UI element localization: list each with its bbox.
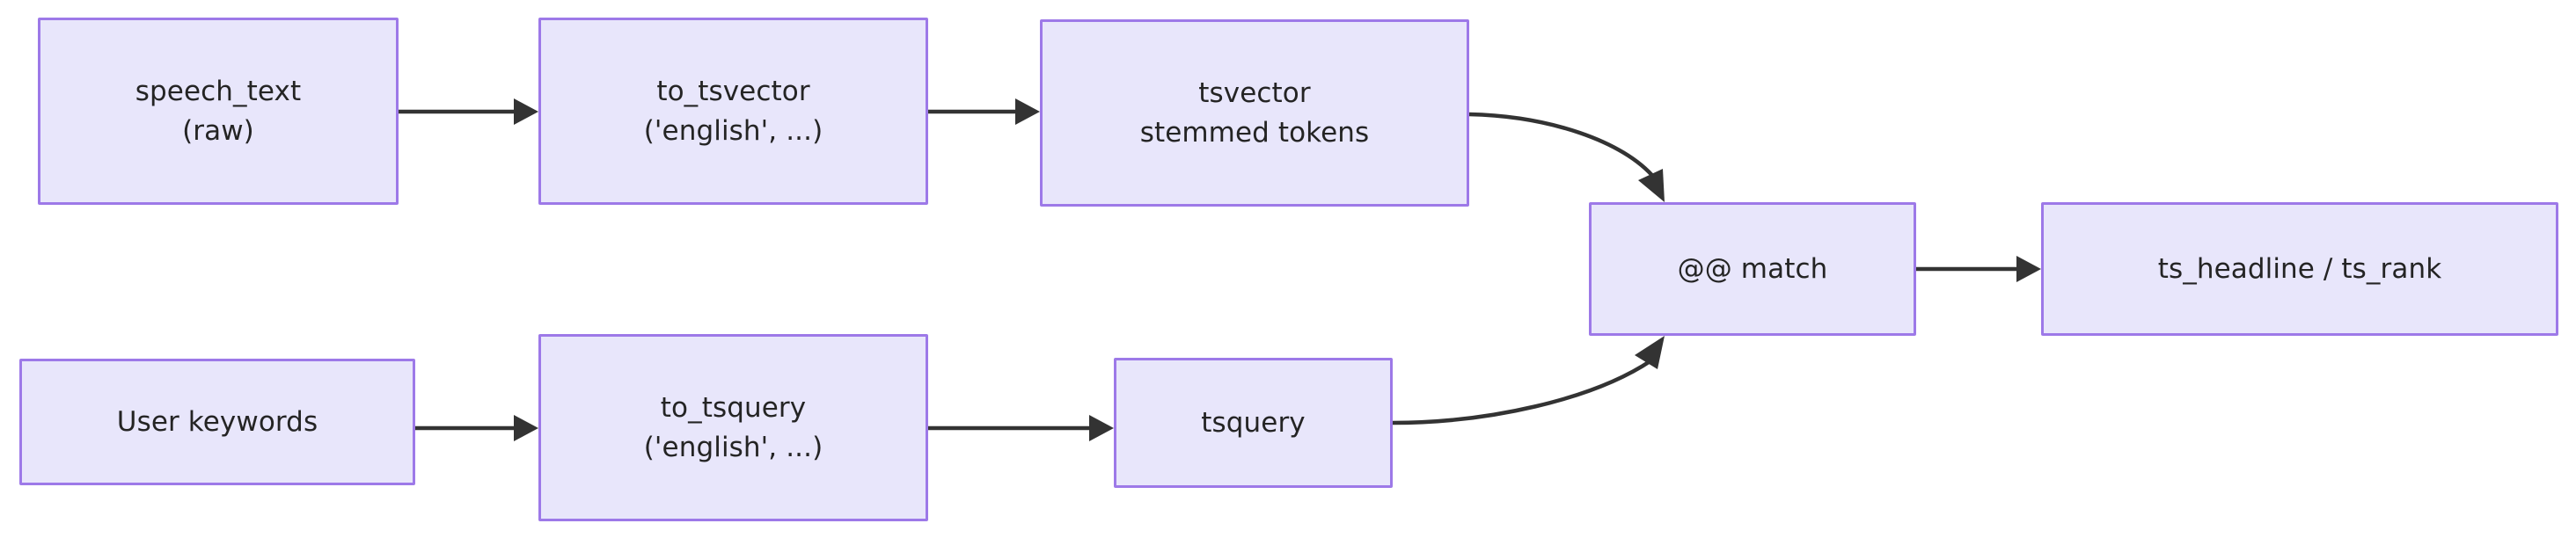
node-tsvector-line-1: tsvector [1198,76,1311,109]
node-ts-headline-ts-rank-line-1: ts_headline / ts_rank [2157,252,2442,285]
arrow-head-icon [514,415,538,441]
edge-to-tsquery-tsquery [928,415,1114,441]
node-speech-text-line-2: (raw) [182,114,254,147]
node-speech-text[interactable]: speech_text (raw) [38,18,399,205]
arrow-head-icon [1638,169,1665,202]
node-user-keywords[interactable]: User keywords [19,359,415,485]
edge-user-keywords-to-tsquery [415,415,538,441]
node-match-line-1: @@ match [1677,252,1828,285]
node-match[interactable]: @@ match [1589,202,1916,336]
node-user-keywords-line-1: User keywords [116,405,318,438]
edge-tsquery-match [1392,336,1665,425]
node-to-tsquery-line-2: ('english', ...) [643,431,823,463]
node-ts-headline-ts-rank[interactable]: ts_headline / ts_rank [2041,202,2558,336]
node-speech-text-line-1: speech_text [135,75,302,107]
arrow-head-icon [1635,336,1665,369]
node-tsquery-line-1: tsquery [1201,406,1306,439]
edge-match-ts-headline [1916,256,2041,282]
node-tsvector[interactable]: tsvector stemmed tokens [1040,19,1469,207]
node-tsvector-line-2: stemmed tokens [1139,116,1370,149]
arrow-head-icon [1089,415,1114,441]
node-to-tsvector-line-2: ('english', ...) [643,114,823,147]
node-to-tsquery-line-1: to_tsquery [660,391,807,424]
edge-speech-text-to-tsvector [399,98,538,125]
node-to-tsquery[interactable]: to_tsquery ('english', ...) [538,334,928,521]
node-to-tsvector[interactable]: to_tsvector ('english', ...) [538,18,928,205]
arrow-head-icon [2016,256,2041,282]
edge-to-tsvector-tsvector [928,98,1040,125]
node-to-tsvector-line-1: to_tsvector [656,75,810,107]
arrow-head-icon [1015,98,1040,125]
node-tsquery[interactable]: tsquery [1114,358,1393,488]
arrow-head-icon [514,98,538,125]
edge-tsvector-match [1468,112,1665,202]
